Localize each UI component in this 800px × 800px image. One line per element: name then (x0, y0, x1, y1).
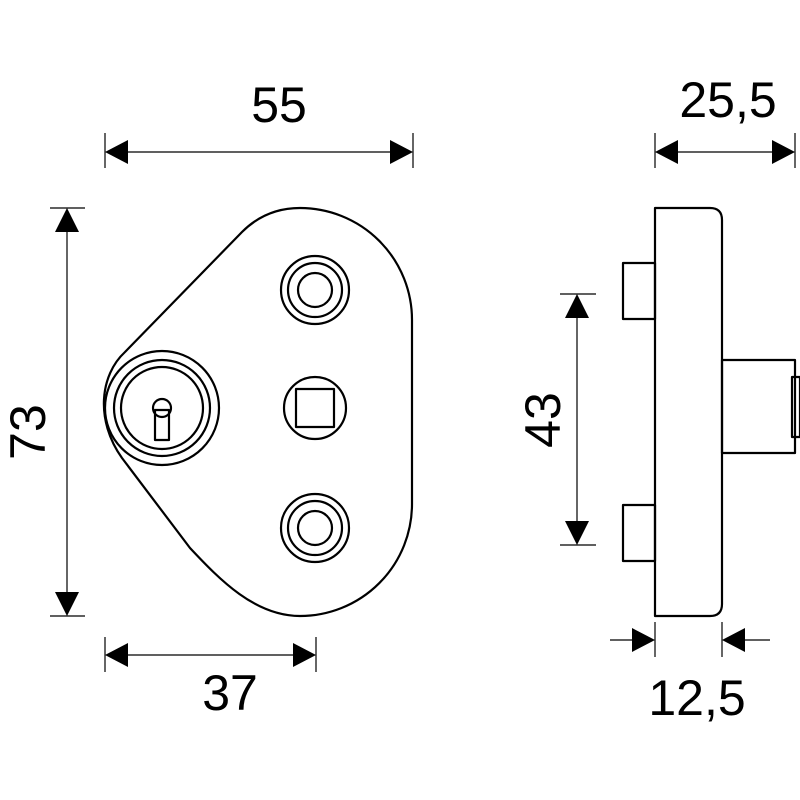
dimension-depth-total: 25,5 (654, 72, 796, 168)
bottom-screw-hole (279, 492, 351, 564)
cylinder-body-side (720, 358, 797, 455)
top-screw-boss (621, 261, 657, 321)
front-plate-outline (102, 206, 414, 618)
top-screw-hole (279, 254, 351, 326)
dim-label-width-front: 55 (251, 77, 307, 133)
front-view (102, 206, 414, 618)
side-view (621, 206, 800, 618)
dim-label-hole-spacing: 43 (515, 392, 571, 448)
dim-label-height-front: 73 (0, 404, 56, 460)
dimension-width-front: 55 (104, 77, 414, 168)
side-plate-outline (653, 206, 724, 618)
dimension-plate-thickness: 12,5 (610, 622, 770, 726)
dimension-height-front: 73 (0, 207, 85, 617)
dim-label-depth-total: 25,5 (679, 72, 776, 128)
bottom-screw-boss (621, 503, 657, 563)
key-cylinder (103, 349, 221, 467)
spindle-square-hole (282, 375, 348, 441)
dimension-key-offset: 37 (104, 637, 317, 721)
dimension-hole-spacing: 43 (515, 293, 596, 546)
dim-label-plate-thickness: 12,5 (648, 670, 745, 726)
dim-label-key-offset: 37 (202, 665, 258, 721)
cylinder-cap-side (790, 375, 800, 439)
